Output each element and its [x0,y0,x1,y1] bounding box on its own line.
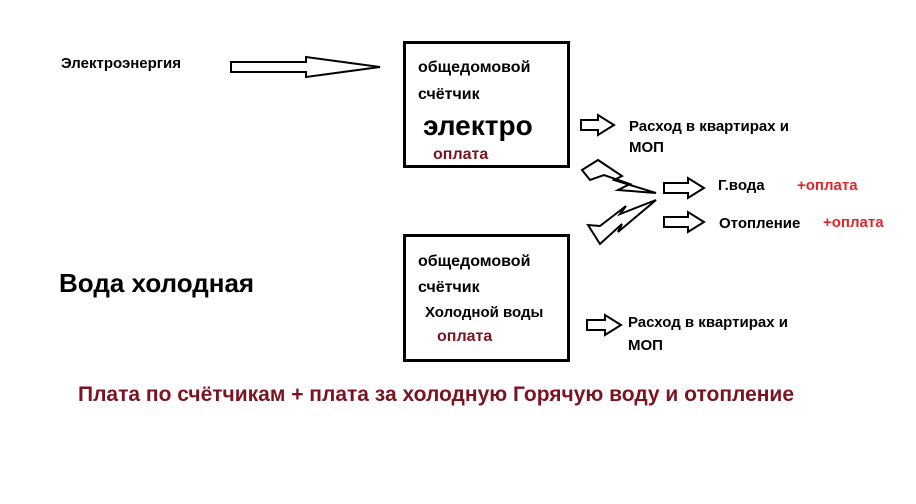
hot-water-payment: +оплата [797,177,858,194]
electric-meter-payment: оплата [433,146,489,163]
electric-meter-line1: общедомовой [418,59,531,76]
heating-payment: +оплата [823,214,884,231]
water-meter-line2: счётчик [418,279,480,296]
consumption-top-line2: МОП [629,139,664,156]
footer-note: Плата по счётчикам + плата за холодную Г… [78,383,795,406]
consumption-top-arrow [580,113,616,137]
water-meter-payment: оплата [437,328,493,345]
input-arrow [230,55,381,79]
water-meter-line1: общедомовой [418,253,531,270]
water-meter-kind: Холодной воды [425,304,544,321]
consumption-bottom-line1: Расход в квартирах и [628,314,788,331]
consumption-bottom-arrow [586,313,623,337]
lightning-bottom-icon [586,199,657,246]
electric-meter-box: общедомовой счётчик электро оплата [403,41,570,168]
cold-water-title: Вода холодная [59,268,255,298]
water-meter-box: общедомовой счётчик Холодной воды оплата [403,234,570,362]
hot-water-label: Г.вода [718,177,765,194]
hot-water-arrow [663,176,706,200]
lightning-top-icon [580,158,657,194]
heating-arrow [663,210,706,234]
electric-meter-kind: электро [423,110,533,141]
electricity-source-label: Электроэнергия [61,55,182,72]
heating-label: Отопление [719,215,801,232]
consumption-top-line1: Расход в квартирах и [629,118,789,135]
electric-meter-line2: счётчик [418,86,480,103]
consumption-bottom-line2: МОП [628,337,663,354]
